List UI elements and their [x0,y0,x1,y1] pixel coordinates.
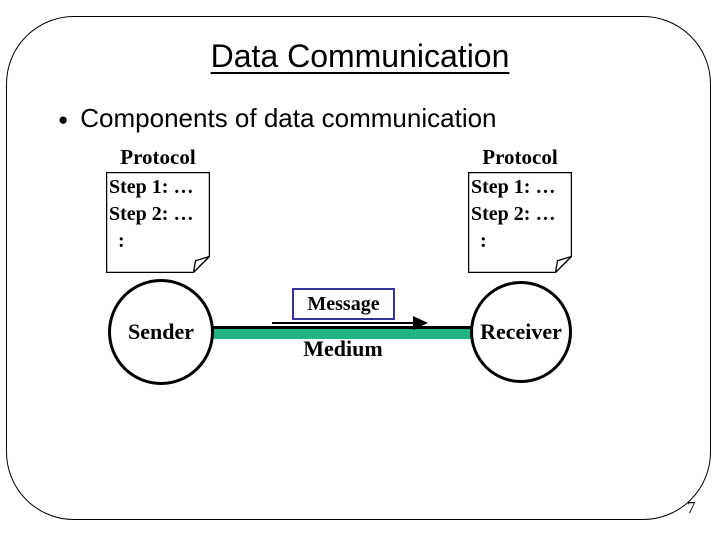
page-number: 7 [687,498,696,517]
slide-title: Data Communication [210,38,510,74]
bullet-item: ● Components of data communication [58,103,497,134]
receiver-label: Receiver [480,319,562,344]
message-label: Message [307,292,380,315]
protocol-step: Step 1: … [109,176,194,198]
protocol-heading-receiver: Protocol [482,145,558,169]
protocol-note-sender: Step 1: … Step 2: … : [106,172,210,273]
protocol-step: Step 1: … [471,176,556,198]
protocol-note-receiver: Step 1: … Step 2: … : [468,172,572,273]
protocol-step: Step 2: … [471,203,556,225]
protocol-step: : [480,230,487,252]
protocol-heading-sender: Protocol [120,145,196,169]
protocol-steps-receiver: Step 1: … Step 2: … : [471,174,569,255]
protocol-step: : [118,230,125,252]
arrow-head [413,316,428,330]
medium-label: Medium [303,336,383,361]
folded-note-icon [468,172,572,273]
receiver-node: Receiver [470,281,572,383]
slide-border [6,16,711,520]
arrow-line [272,322,418,324]
bullet-icon: ● [58,110,69,129]
sender-node: Sender [108,279,214,385]
bullet-text: Components of data communication [80,103,497,133]
sender-label: Sender [128,319,194,344]
message-arrow-icon [272,316,428,330]
protocol-steps-sender: Step 1: … Step 2: … : [109,174,207,255]
folded-note-icon [106,172,210,273]
message-box: Message [292,288,395,320]
protocol-step: Step 2: … [109,203,194,225]
medium-bar [211,326,473,339]
